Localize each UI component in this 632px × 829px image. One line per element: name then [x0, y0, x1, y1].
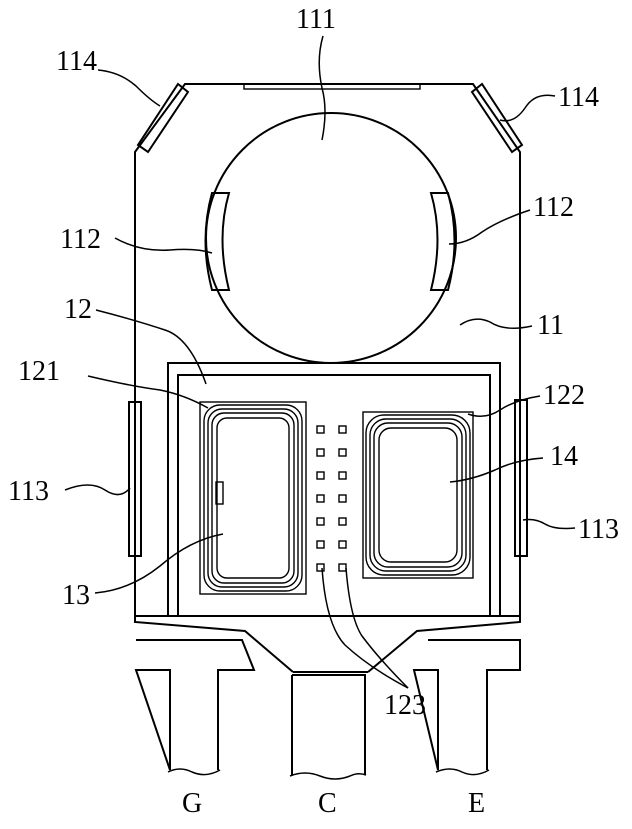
- pad-square: [338, 517, 347, 526]
- pad-square: [338, 471, 347, 480]
- terminal-c-break: [289, 772, 367, 780]
- bottom-transition-right: [367, 616, 521, 673]
- label-114-right: 114: [558, 82, 599, 113]
- terminal-label-c: C: [318, 788, 337, 819]
- chip-14-ring2: [369, 418, 467, 572]
- leader-114-right: [499, 94, 556, 122]
- label-121: 121: [18, 356, 60, 387]
- pad-square: [316, 494, 325, 503]
- leader-123b: [321, 567, 409, 689]
- label-123: 123: [384, 690, 426, 721]
- terminal-e: [412, 639, 521, 771]
- pad-square: [338, 563, 347, 572]
- leader-121: [87, 375, 209, 409]
- leader-13: [94, 533, 224, 594]
- pad-square: [338, 494, 347, 503]
- terminal-g-break: [167, 768, 221, 776]
- label-111: 111: [296, 4, 336, 35]
- leader-12: [95, 309, 207, 385]
- chip-13-notch: [215, 481, 224, 505]
- label-13: 13: [62, 580, 90, 611]
- pad-grid: [316, 425, 347, 572]
- top-notch: [243, 83, 421, 90]
- terminal-c: [291, 671, 368, 775]
- pad-square: [338, 448, 347, 457]
- pad-square: [316, 448, 325, 457]
- chip-14-core: [378, 427, 458, 563]
- leader-122: [467, 395, 541, 417]
- terminal-label-e: E: [468, 788, 485, 819]
- chip-14-ring3: [373, 422, 463, 568]
- leader-112-right: [448, 209, 531, 245]
- side-strip-left: [128, 401, 142, 557]
- label-11: 11: [537, 310, 564, 341]
- leader-11: [459, 318, 533, 329]
- leader-113-right: [522, 518, 576, 530]
- leader-111: [318, 35, 326, 141]
- pad-square: [316, 425, 325, 434]
- terminal-g: [134, 639, 256, 771]
- label-112-left: 112: [60, 224, 101, 255]
- label-114-left: 114: [56, 46, 97, 77]
- chip-13-ring1: [203, 404, 303, 592]
- pad-square: [338, 425, 347, 434]
- inner-frame-inner: [177, 374, 491, 617]
- pad-square: [316, 563, 325, 572]
- chip-13-base: [199, 401, 307, 595]
- pad-square: [316, 540, 325, 549]
- pad-square: [316, 471, 325, 480]
- label-122: 122: [543, 380, 585, 411]
- pad-square: [338, 540, 347, 549]
- pad-square: [316, 517, 325, 526]
- corner-tab-left: [136, 82, 190, 154]
- label-14: 14: [550, 441, 578, 472]
- label-112-right: 112: [533, 192, 574, 223]
- terminal-label-g: G: [182, 788, 202, 819]
- leader-123a: [345, 567, 409, 689]
- chip-14-base: [362, 411, 474, 579]
- terminal-e-break: [435, 768, 490, 776]
- chip-13-ring3: [211, 412, 295, 584]
- label-113-right: 113: [578, 514, 619, 545]
- leader-113-left: [64, 484, 131, 496]
- leader-14: [449, 457, 544, 483]
- bottom-transition-left: [134, 616, 294, 673]
- clip-left: [204, 192, 231, 291]
- label-12: 12: [64, 294, 92, 325]
- leader-112-left: [114, 237, 213, 254]
- leader-114-left: [97, 69, 161, 107]
- label-113-left: 113: [8, 476, 49, 507]
- clip-right: [429, 192, 456, 291]
- circular-window: [205, 112, 457, 364]
- chip-13-core: [216, 417, 290, 579]
- chip-14-ring1: [365, 414, 471, 576]
- corner-tab-right: [470, 82, 524, 154]
- chip-13-ring2: [207, 408, 299, 588]
